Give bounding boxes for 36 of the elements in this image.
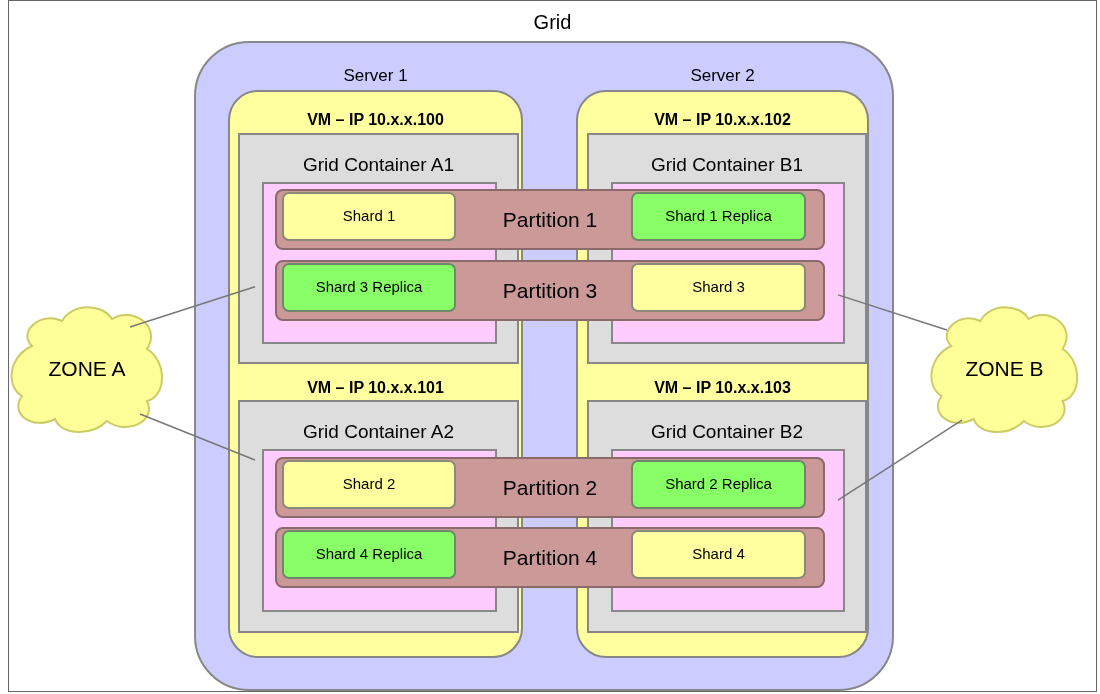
connector-line — [837, 419, 963, 501]
partition-label: Partition 3 — [502, 277, 598, 304]
server-label: Server 2 — [690, 65, 755, 87]
partition-label: Partition 2 — [502, 474, 598, 501]
shard-box — [282, 460, 456, 509]
shard-label: Shard 3 Replica — [315, 277, 423, 298]
replica-box — [282, 263, 456, 312]
shard-label: Shard 4 — [692, 544, 745, 565]
shard-label: Shard 1 — [342, 206, 396, 227]
replica-box — [631, 192, 806, 241]
shard-label: Shard 2 — [342, 474, 396, 495]
shard-label: Shard 4 Replica — [315, 544, 423, 565]
zone-label: ZONE A — [48, 355, 126, 382]
vm-label: VM – IP 10.x.x.101 — [307, 378, 444, 398]
container-label: Grid Container B1 — [650, 153, 804, 177]
shard-label: Shard 1 Replica — [665, 206, 772, 227]
replica-box — [282, 530, 456, 579]
shard-label: Shard 3 — [692, 277, 745, 298]
shard-box — [631, 530, 806, 579]
partition-label: Partition 1 — [502, 206, 598, 233]
vm-label: VM – IP 10.x.x.100 — [307, 110, 444, 130]
shard-label: Shard 2 Replica — [665, 474, 772, 495]
container-label: Grid Container B2 — [650, 420, 804, 444]
vm-label: VM – IP 10.x.x.102 — [654, 110, 791, 130]
server-label: Server 1 — [343, 65, 408, 87]
container-label: Grid Container A1 — [303, 153, 454, 177]
zone-label: ZONE B — [965, 355, 1044, 382]
connector-line — [837, 294, 948, 331]
replica-box — [631, 460, 806, 509]
container-label: Grid Container A2 — [303, 420, 454, 444]
connector-line — [139, 413, 256, 461]
shard-box — [282, 192, 456, 241]
partition-label: Partition 4 — [502, 544, 598, 571]
vm-label: VM – IP 10.x.x.103 — [654, 378, 791, 398]
shard-box — [631, 263, 806, 312]
grid-title: Grid — [533, 10, 572, 35]
